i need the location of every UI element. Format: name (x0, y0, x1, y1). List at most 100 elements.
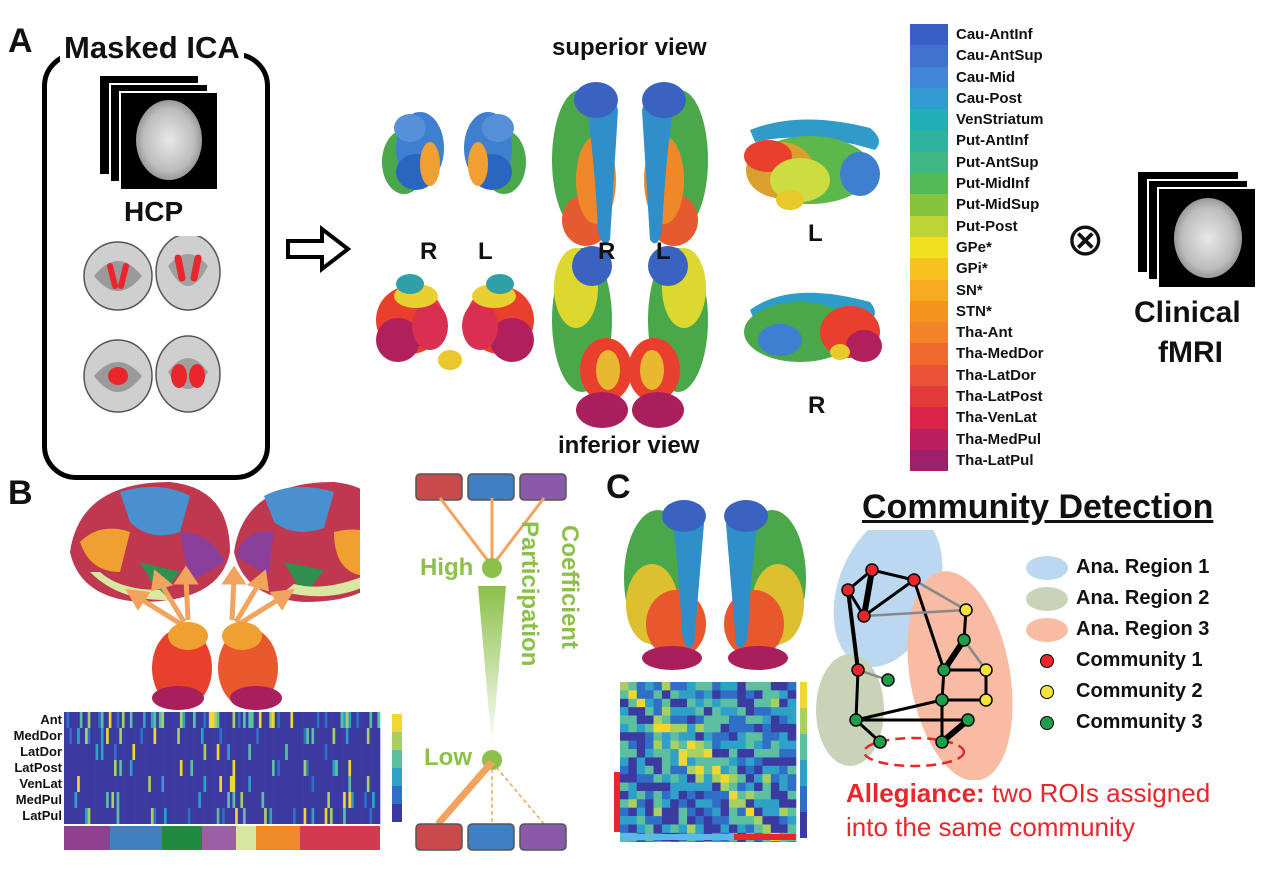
heatmap-cell (287, 712, 291, 728)
heatmap-cell (108, 728, 112, 744)
heatmap-cell (628, 715, 638, 725)
heatmap-cell (121, 808, 125, 824)
heatmap-cell (145, 792, 149, 808)
heatmap-cell (198, 712, 202, 728)
heatmap-cell (279, 792, 283, 808)
heatmap-cell (114, 760, 117, 776)
heatmap-cell (308, 808, 312, 824)
heatmap-cell (164, 776, 167, 792)
heatmap-cell (787, 715, 797, 725)
heatmap-cell (661, 841, 671, 842)
heatmap-colorbar-segment (392, 804, 402, 822)
heatmap-cell (137, 792, 141, 808)
heatmap-cell (779, 799, 788, 809)
heatmap-cell (311, 792, 315, 808)
heatmap-cell (620, 757, 629, 767)
heatmap-cell (687, 715, 696, 725)
heatmap-cell (103, 776, 107, 792)
heatmap-cell (787, 816, 797, 825)
heatmap-cell (195, 792, 199, 808)
heatmap-cell (329, 792, 333, 808)
heatmap-cell (293, 776, 297, 792)
heatmap-cell (274, 776, 278, 792)
heatmap-cell (329, 776, 333, 792)
heatmap-cell (712, 757, 721, 767)
heatmap-cell (670, 774, 679, 783)
heatmap-cell (620, 816, 629, 825)
heatmap-cell (770, 757, 780, 767)
region-strip-segment (110, 826, 162, 850)
heatmap-cell (316, 712, 320, 728)
heatmap-cell (745, 682, 755, 691)
heatmap-cell (695, 807, 705, 817)
community-detection-title: Community Detection (862, 488, 1214, 526)
heatmap-cell (762, 824, 772, 834)
heatmap-cell (754, 774, 763, 783)
heatmap-cell (224, 808, 228, 824)
heatmap-cell (203, 760, 207, 776)
heatmap-cell (143, 744, 146, 760)
heatmap-cell (687, 799, 696, 809)
heatmap-cell (636, 749, 646, 758)
heatmap-cell (366, 712, 370, 728)
heatmap-row-label: MedDor (13, 728, 62, 743)
heatmap-cell (171, 712, 175, 728)
heatmap-cell (198, 744, 202, 760)
heatmap-cell (261, 808, 265, 824)
heatmap-cell (645, 790, 654, 800)
heatmap-cell (77, 728, 81, 744)
heatmap-cell (703, 799, 713, 809)
heatmap-cell (245, 760, 249, 776)
region-strip-segment (162, 826, 202, 850)
heatmap-cell (620, 698, 629, 708)
heatmap-cell (372, 760, 376, 776)
heatmap-cell (762, 790, 772, 800)
region-box (415, 473, 463, 501)
heatmap-cell (695, 690, 705, 700)
heatmap-cell (227, 808, 231, 824)
heatmap-cell (237, 792, 241, 808)
heatmap-cell (348, 792, 352, 808)
heatmap-cell (119, 792, 123, 808)
heatmap-cell (720, 799, 730, 809)
heatmap-cell (129, 760, 133, 776)
heatmap-cell (187, 760, 191, 776)
heatmap-cell (343, 744, 347, 760)
heatmap-cell (95, 808, 99, 824)
heatmap-cell (737, 732, 747, 741)
heatmap-cell (295, 808, 299, 824)
heatmap-cell (695, 774, 705, 783)
heatmap-cell (728, 682, 738, 691)
heatmap-cell (322, 792, 325, 808)
heatmap-cell (329, 728, 333, 744)
heatmap-cell (272, 776, 275, 792)
heatmap-cell (779, 682, 788, 691)
heatmap-cell (301, 792, 304, 808)
heatmap-cell (219, 776, 223, 792)
heatmap-cell (232, 712, 236, 728)
heatmap-cell (132, 808, 136, 824)
heatmap-cell (703, 698, 713, 708)
heatmap-cell (174, 776, 178, 792)
heatmap-cell (620, 732, 629, 741)
heatmap-cell (670, 790, 679, 800)
heatmap-cell (661, 740, 671, 750)
heatmap-cell (678, 707, 688, 716)
heatmap-cell (329, 712, 333, 728)
heatmap-cell (728, 841, 738, 842)
heatmap-cell (374, 776, 378, 792)
heatmap-cell (77, 808, 81, 824)
heatmap-cell (745, 824, 755, 834)
heatmap-cell (190, 712, 194, 728)
heatmap-cell (737, 841, 747, 842)
heatmap-cell (203, 728, 207, 744)
heatmap-cell (293, 808, 297, 824)
heatmap-cell (195, 744, 199, 760)
heatmap-cell (166, 760, 170, 776)
coefficient-label: Coefficient (556, 525, 583, 650)
heatmap-cell (69, 744, 73, 760)
heatmap-cell (737, 749, 747, 758)
heatmap-cell (219, 808, 223, 824)
heatmap-cell (737, 790, 747, 800)
heatmap-cell (377, 792, 381, 808)
